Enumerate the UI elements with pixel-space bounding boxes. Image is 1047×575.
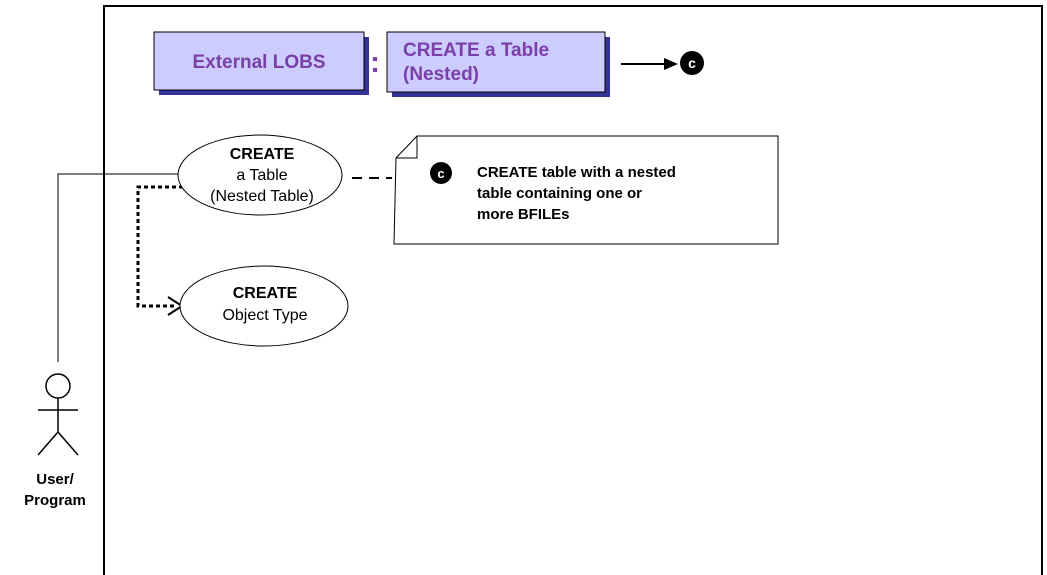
use-case-create-table-line1: CREATE xyxy=(230,146,295,163)
use-case-object-type-line2: Object Type xyxy=(222,307,307,324)
actor-user-icon xyxy=(37,373,79,456)
header-arrow xyxy=(621,58,678,70)
header-box-external-lobs: External LOBS xyxy=(153,31,369,95)
header-box-create-table: CREATE a Table (Nested) xyxy=(386,31,610,97)
use-case-create-object-type: CREATE Object Type xyxy=(179,265,349,347)
note-box: c CREATE table with a nested table conta… xyxy=(393,135,779,245)
diagram-frame xyxy=(103,5,1043,575)
header-box-create-table-line1: CREATE a Table xyxy=(403,40,549,61)
header-separator: : xyxy=(370,46,380,79)
actor-label-line2: Program xyxy=(24,492,86,509)
use-case-create-table: CREATE a Table (Nested Table) xyxy=(177,134,343,216)
note-text-line3: more BFILEs xyxy=(477,206,570,223)
use-case-object-type-line1: CREATE xyxy=(233,285,298,302)
header-box-external-lobs-label: External LOBS xyxy=(192,52,325,73)
header-box-create-table-line2: (Nested) xyxy=(403,64,479,85)
actor-association-line xyxy=(57,173,183,362)
note-marker-label: c xyxy=(437,166,444,181)
include-arrow xyxy=(136,185,184,316)
note-text-line2: table containing one or xyxy=(477,185,642,202)
header-marker-c-icon: c xyxy=(680,51,704,75)
header-marker-label: c xyxy=(688,55,696,71)
use-case-create-table-line2: a Table xyxy=(236,167,287,184)
note-marker-c-icon: c xyxy=(430,162,452,184)
note-text-line1: CREATE table with a nested xyxy=(477,164,676,181)
actor-label-line1: User/ xyxy=(36,471,74,488)
use-case-create-table-line3: (Nested Table) xyxy=(210,188,314,205)
